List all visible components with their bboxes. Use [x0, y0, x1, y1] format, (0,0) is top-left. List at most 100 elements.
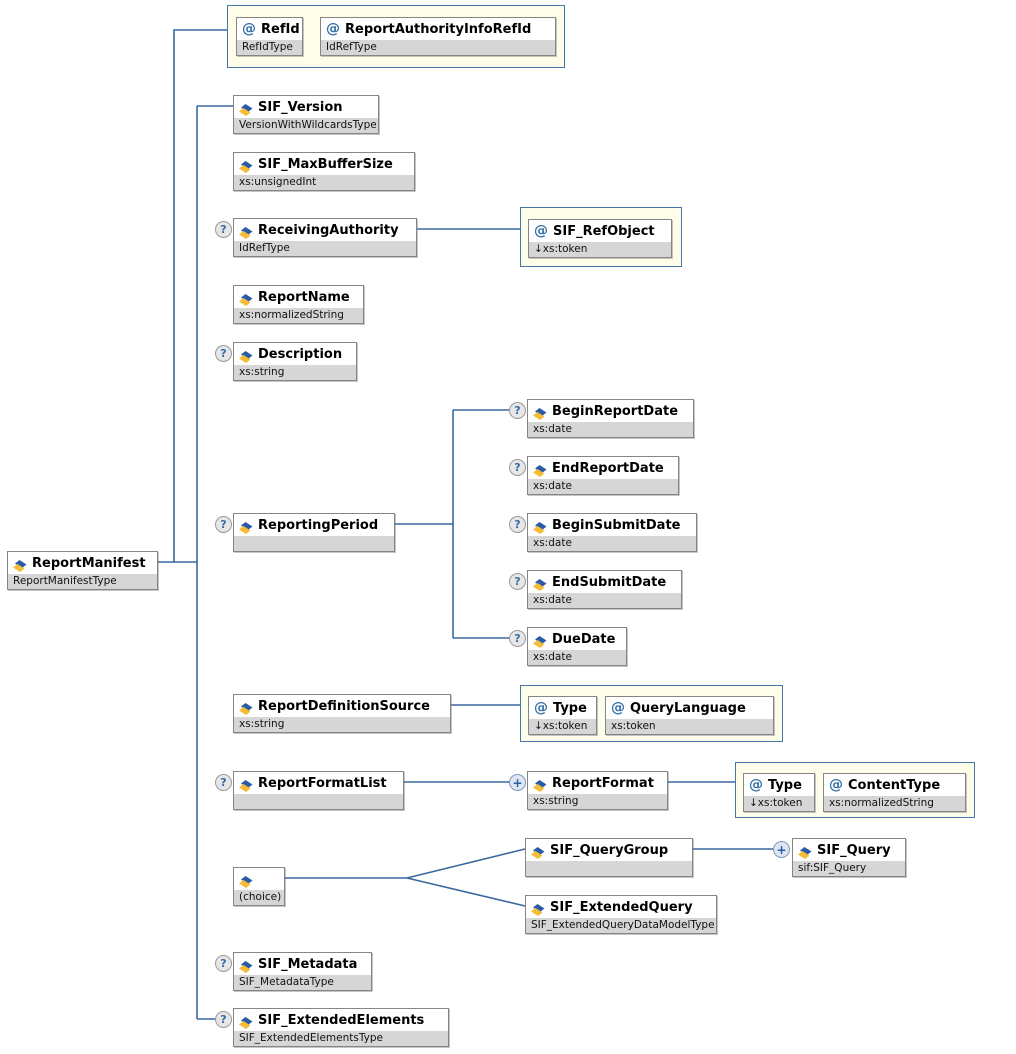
node-sif-query[interactable]: SIF_Query sif:SIF_Query — [792, 838, 906, 877]
node-type: xs:string — [234, 365, 356, 380]
node-type: ↓xs:token — [529, 719, 596, 734]
node-beginreportdate[interactable]: BeginReportDate xs:date — [527, 399, 694, 438]
node-type: IdRefType — [321, 40, 555, 55]
optional-indicator: ? — [509, 630, 526, 647]
node-name: SIF_ExtendedElements — [258, 1012, 425, 1028]
node-reportformatlist[interactable]: ReportFormatList — [233, 771, 404, 810]
attr-type[interactable]: @ Type ↓xs:token — [743, 773, 815, 812]
node-name: ReportingPeriod — [258, 517, 379, 533]
node-type: xs:normalizedString — [824, 796, 965, 811]
node-name: RefId — [261, 21, 300, 37]
element-icon — [533, 519, 547, 534]
node-name: ReportName — [258, 289, 350, 305]
node-type: xs:date — [528, 479, 678, 494]
element-icon — [239, 777, 253, 792]
element-icon — [533, 576, 547, 591]
node-name: ReportFormatList — [258, 775, 387, 791]
node-name: Type — [768, 777, 802, 793]
element-icon — [239, 700, 253, 715]
node-name: Description — [258, 346, 343, 362]
node-name: SIF_MaxBufferSize — [258, 156, 393, 172]
optional-indicator: ? — [509, 516, 526, 533]
node-name: BeginReportDate — [552, 403, 679, 419]
node-beginsubmitdate[interactable]: BeginSubmitDate xs:date — [527, 513, 697, 552]
node-name: SIF_QueryGroup — [550, 842, 669, 858]
node-name: BeginSubmitDate — [552, 517, 681, 533]
element-icon — [13, 557, 27, 572]
node-reportname[interactable]: ReportName xs:normalizedString — [233, 285, 364, 324]
node-reportmanifest[interactable]: ReportManifest ReportManifestType — [7, 551, 158, 590]
attr-contenttype[interactable]: @ ContentType xs:normalizedString — [823, 773, 966, 812]
element-icon — [533, 405, 547, 420]
node-type: VersionWithWildcardsType — [234, 118, 378, 133]
node-type: ↓xs:token — [744, 796, 814, 811]
node-duedate[interactable]: DueDate xs:date — [527, 627, 627, 666]
node-name: DueDate — [552, 631, 616, 647]
optional-indicator: ? — [509, 459, 526, 476]
attr-refid[interactable]: @ RefId RefIdType — [236, 17, 303, 56]
node-reportdefinitionsource[interactable]: ReportDefinitionSource xs:string — [233, 694, 451, 733]
node-type: xs:token — [606, 719, 773, 734]
repeat-indicator: + — [773, 841, 790, 858]
node-type: xs:date — [528, 422, 693, 437]
node-type: xs:normalizedString — [234, 308, 363, 323]
node-name: QueryLanguage — [630, 700, 746, 716]
node-description[interactable]: Description xs:string — [233, 342, 357, 381]
node-type: xs:date — [528, 650, 626, 665]
attribute-icon: @ — [611, 700, 625, 716]
node-type: IdRefType — [234, 241, 416, 256]
attr-querylanguage[interactable]: @ QueryLanguage xs:token — [605, 696, 774, 735]
node-name: EndSubmitDate — [552, 574, 667, 590]
element-icon — [533, 462, 547, 477]
node-type — [234, 536, 394, 551]
node-type: RefIdType — [237, 40, 302, 55]
node-name: ContentType — [848, 777, 941, 793]
node-type: xs:date — [528, 536, 696, 551]
node-type: ↓xs:token — [529, 242, 671, 257]
node-endreportdate[interactable]: EndReportDate xs:date — [527, 456, 679, 495]
node-sif-metadata[interactable]: SIF_Metadata SIF_MetadataType — [233, 952, 372, 991]
attr-sif-refobject[interactable]: @ SIF_RefObject ↓xs:token — [528, 219, 672, 258]
element-icon — [239, 224, 253, 239]
node-name: ReportDefinitionSource — [258, 698, 430, 714]
node-type: SIF_ExtendedQueryDataModelType — [526, 918, 716, 933]
node-sif-version[interactable]: SIF_Version VersionWithWildcardsType — [233, 95, 379, 134]
optional-indicator: ? — [215, 955, 232, 972]
optional-indicator: ? — [215, 774, 232, 791]
node-name: Type — [553, 700, 587, 716]
node-reportingperiod[interactable]: ReportingPeriod — [233, 513, 395, 552]
node-name: SIF_RefObject — [553, 223, 655, 239]
attr-type[interactable]: @ Type ↓xs:token — [528, 696, 597, 735]
node-reportformat[interactable]: ReportFormat xs:string — [527, 771, 668, 810]
node-type — [234, 794, 403, 809]
element-icon — [239, 873, 253, 888]
attribute-icon: @ — [534, 700, 548, 716]
element-icon — [239, 958, 253, 973]
node-type: SIF_ExtendedElementsType — [234, 1031, 448, 1046]
node-sif-maxbuffersize[interactable]: SIF_MaxBufferSize xs:unsignedInt — [233, 152, 415, 191]
node-type — [526, 861, 692, 876]
attribute-icon: @ — [326, 21, 340, 37]
node-type: sif:SIF_Query — [793, 861, 905, 876]
node-choice[interactable]: (choice) — [233, 867, 285, 906]
node-sif-extendedquery[interactable]: SIF_ExtendedQuery SIF_ExtendedQueryDataM… — [525, 895, 717, 934]
element-icon — [239, 291, 253, 306]
attribute-icon: @ — [534, 223, 548, 239]
node-name: ReportFormat — [552, 775, 654, 791]
node-endsubmitdate[interactable]: EndSubmitDate xs:date — [527, 570, 682, 609]
node-type: ReportManifestType — [8, 574, 157, 589]
node-receivingauthority[interactable]: ReceivingAuthority IdRefType — [233, 218, 417, 257]
optional-indicator: ? — [215, 221, 232, 238]
node-name: ReceivingAuthority — [258, 222, 399, 238]
attribute-icon: @ — [829, 777, 843, 793]
element-icon — [531, 901, 545, 916]
element-icon — [239, 1014, 253, 1029]
node-sif-extendedelements[interactable]: SIF_ExtendedElements SIF_ExtendedElement… — [233, 1008, 449, 1047]
node-type: SIF_MetadataType — [234, 975, 371, 990]
node-type: xs:string — [528, 794, 667, 809]
attr-reportauthorityinforefid[interactable]: @ ReportAuthorityInfoRefId IdRefType — [320, 17, 556, 56]
node-sif-querygroup[interactable]: SIF_QueryGroup — [525, 838, 693, 877]
node-name: SIF_Metadata — [258, 956, 358, 972]
